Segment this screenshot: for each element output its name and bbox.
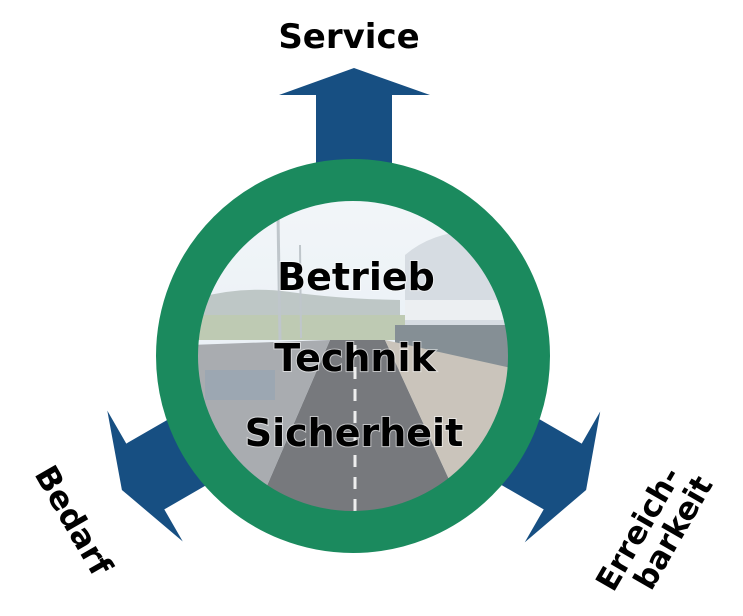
center-photo bbox=[197, 200, 509, 512]
label-bedarf: Bedarf bbox=[27, 459, 121, 583]
center-label-sicherheit: Sicherheit bbox=[245, 411, 464, 455]
green-ring bbox=[156, 159, 550, 553]
label-erreichbarkeit: Erreich- barkeit bbox=[589, 461, 720, 597]
center-label-technik: Technik bbox=[274, 336, 436, 380]
label-service: Service bbox=[278, 17, 419, 57]
center-label-betrieb: Betrieb bbox=[277, 255, 435, 299]
arrow-up bbox=[279, 68, 430, 175]
